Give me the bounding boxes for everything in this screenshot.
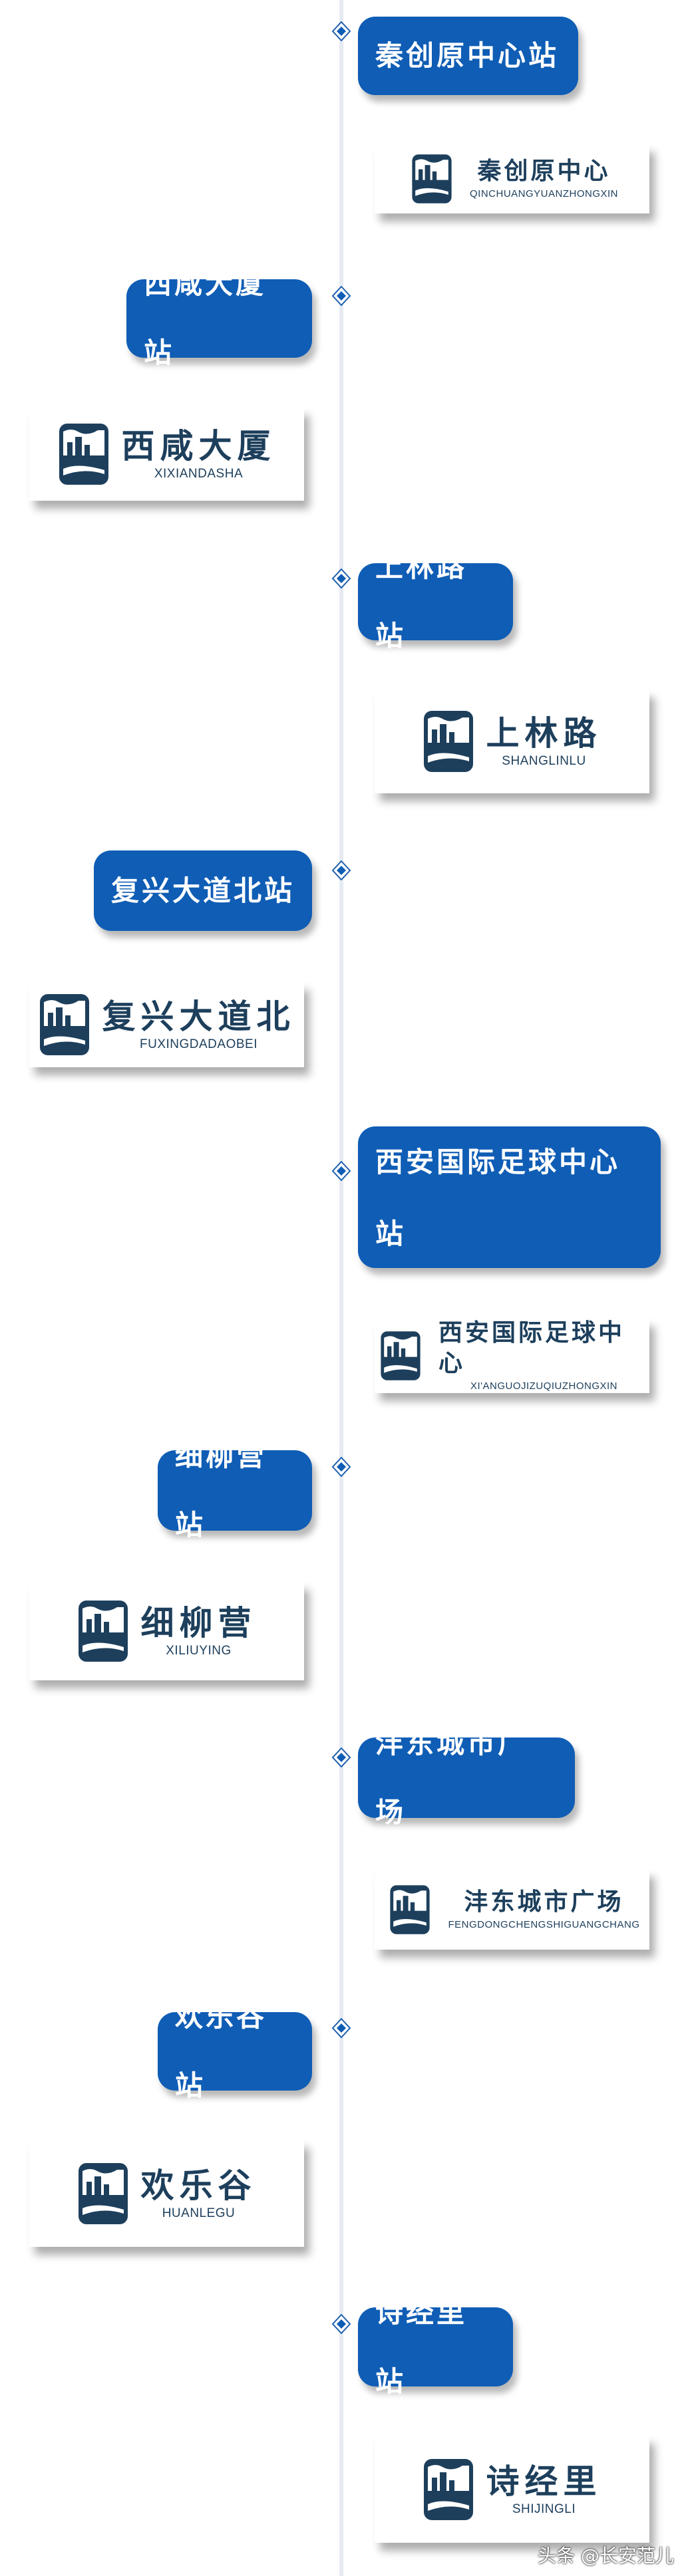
station-label: 沣东城市广场	[358, 1727, 575, 1829]
logo-chinese-name: 西安国际足球中心	[438, 1319, 625, 1377]
station-label: 西咸大厦站	[126, 267, 312, 369]
logo-pinyin: HUANLEGU	[162, 2206, 236, 2220]
station-label: 诗经里站	[358, 2296, 513, 2398]
station-label: 上林路站	[358, 551, 513, 652]
logo-chinese-name: 欢乐谷	[140, 2165, 257, 2205]
timeline-marker-icon	[331, 860, 351, 881]
station-label: 西安国际足球中心站	[358, 1126, 661, 1268]
timeline-marker-icon	[331, 2017, 351, 2039]
logo-pinyin: XI'ANGUOJIZUQIUZHONGXIN	[470, 1380, 618, 1392]
timeline-marker-icon	[331, 1747, 351, 1768]
logo-text: 秦创原中心 QINCHUANGYUANZHONGXIN	[470, 156, 618, 202]
logo-chinese-name: 上林路	[486, 713, 602, 753]
station-logo-icon	[77, 2162, 129, 2226]
logo-chinese-name: 西咸大厦	[121, 426, 276, 465]
station-logo-card: 细柳营 XILIUYING	[29, 1582, 304, 1680]
timeline-marker-icon	[331, 285, 351, 307]
logo-pinyin: SHIJINGLI	[512, 2502, 576, 2516]
station-logo-card: 西咸大厦 XIXIANDASHA	[29, 408, 304, 501]
logo-text: 西咸大厦 XIXIANDASHA	[122, 426, 276, 482]
logo-chinese-name: 秦创原中心	[477, 157, 611, 185]
logo-pinyin: FENGDONGCHENGSHIGUANGCHANG	[448, 1918, 640, 1930]
logo-pinyin: QINCHUANGYUANZHONGXIN	[469, 188, 618, 199]
logo-text: 细柳营 XILIUYING	[141, 1603, 257, 1659]
timeline-marker-icon	[331, 1456, 351, 1478]
timeline-marker-icon	[331, 21, 351, 42]
station-label: 欢乐谷站	[158, 2000, 312, 2102]
logo-text: 沣东城市广场 FENGDONGCHENGSHIGUANGCHANG	[448, 1886, 639, 1933]
station-logo-card: 秦创原中心 QINCHUANGYUANZHONGXIN	[375, 144, 649, 213]
station-label: 秦创原中心站	[358, 17, 578, 95]
station-label: 细柳营站	[158, 1440, 312, 1541]
timeline-line	[339, 0, 343, 2576]
watermark: 头条 @长安范儿	[538, 2545, 674, 2567]
station-logo-icon	[39, 993, 90, 1057]
logo-pinyin: FUXINGDADAOBEI	[140, 1037, 257, 1051]
station-label: 复兴大道北站	[94, 850, 312, 931]
station-logo-icon	[423, 2458, 474, 2521]
station-logo-icon	[411, 154, 452, 205]
station-logo-icon	[389, 1884, 430, 1935]
logo-chinese-name: 复兴大道北	[102, 997, 295, 1036]
station-logo-icon	[380, 1331, 421, 1382]
timeline-marker-icon	[331, 2313, 351, 2335]
timeline-marker-icon	[331, 568, 351, 589]
station-logo-icon	[58, 422, 110, 486]
station-logo-card: 沣东城市广场 FENGDONGCHENGSHIGUANGCHANG	[375, 1869, 649, 1950]
logo-chinese-name: 沣东城市广场	[464, 1887, 624, 1916]
station-logo-card: 西安国际足球中心 XI'ANGUOJIZUQIUZHONGXIN	[375, 1319, 649, 1393]
logo-chinese-name: 诗经里	[486, 2461, 602, 2501]
timeline-marker-icon	[331, 1160, 351, 1182]
logo-pinyin: XIXIANDASHA	[154, 467, 244, 481]
station-logo-icon	[423, 709, 474, 773]
logo-pinyin: XILIUYING	[166, 1644, 232, 1658]
logo-pinyin: SHANGLINLU	[502, 754, 586, 768]
logo-chinese-name: 细柳营	[140, 1603, 257, 1642]
logo-text: 西安国际足球中心 XI'ANGUOJIZUQIUZHONGXIN	[438, 1317, 649, 1394]
station-logo-icon	[77, 1599, 129, 1663]
